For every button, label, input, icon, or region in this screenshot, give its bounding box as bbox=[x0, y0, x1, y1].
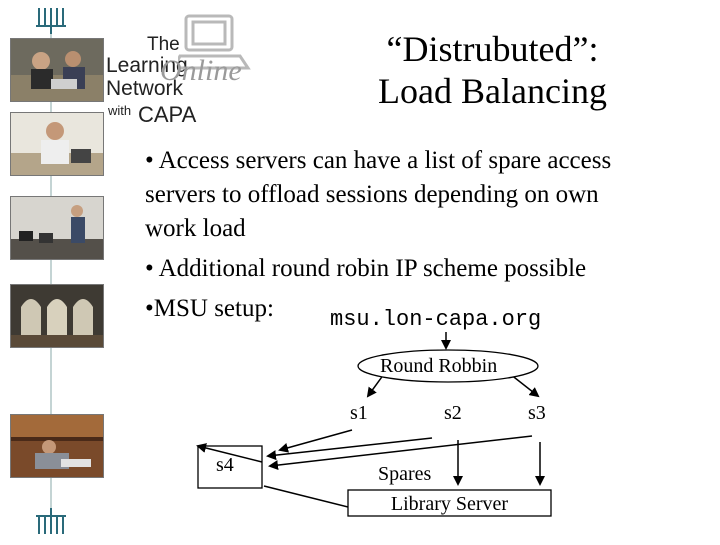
photo-library-hall bbox=[10, 284, 104, 348]
photo-woman-phone bbox=[10, 112, 104, 176]
logo-line-capa: CAPA bbox=[138, 102, 197, 127]
bullet-line-3: work load bbox=[145, 215, 246, 242]
round-robin-label: Round Robbin bbox=[380, 355, 498, 377]
logo-online: Online bbox=[160, 54, 242, 87]
photo-students-laptop bbox=[10, 38, 104, 102]
spares-label: Spares bbox=[378, 463, 432, 485]
server-s2-label: s2 bbox=[444, 402, 462, 424]
slide-title-line2: Load Balancing bbox=[378, 71, 607, 111]
logo-line-the: The bbox=[147, 34, 180, 55]
slide-title: “Distrubuted”: Load Balancing bbox=[325, 28, 660, 112]
server-s3-label: s3 bbox=[528, 402, 546, 424]
photo-lecture bbox=[10, 196, 104, 260]
left-rail bbox=[0, 0, 110, 540]
slide-title-line1: “Distrubuted”: bbox=[386, 29, 599, 69]
bullet-line-1: • Access servers can have a list of spar… bbox=[145, 147, 612, 174]
bullet-line-4: • Additional round robin IP scheme possi… bbox=[145, 255, 587, 282]
bullet-line-2: servers to offload sessions depending on… bbox=[145, 181, 599, 208]
logo-line-with: with bbox=[108, 103, 132, 118]
library-server-label: Library Server bbox=[390, 493, 509, 515]
photo-reading-library bbox=[10, 414, 104, 478]
logo-line-network: Network bbox=[106, 77, 184, 100]
bullet-line-5: •MSU setup: bbox=[145, 295, 274, 322]
server-s4-label: s4 bbox=[216, 454, 234, 476]
server-s1-label: s1 bbox=[350, 402, 368, 424]
rail-ornaments-icon bbox=[36, 8, 66, 534]
computer-outline-icon bbox=[178, 14, 251, 70]
host-name: msu.lon-capa.org bbox=[330, 307, 542, 332]
logo-line-learning: Learning bbox=[106, 54, 188, 77]
